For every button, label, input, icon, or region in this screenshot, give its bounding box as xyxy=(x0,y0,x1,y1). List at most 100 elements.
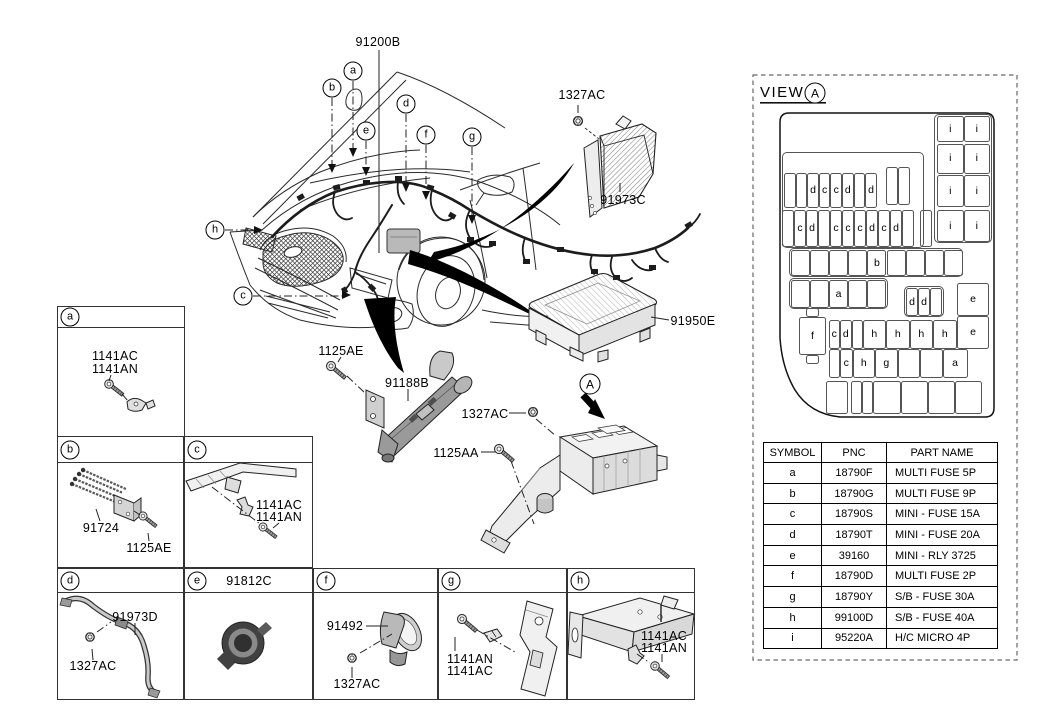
part-label: 91973C xyxy=(600,192,646,207)
callout-e: e xyxy=(356,121,376,141)
part-name-cell: MINI - RLY 3725 xyxy=(886,544,998,567)
fuse-slot-d: d xyxy=(842,173,854,208)
part-label: 1327AC xyxy=(69,658,117,673)
part-label: 1141AN xyxy=(640,640,688,655)
fuse-slot-c: c xyxy=(842,210,854,247)
part-name-cell: MULTI FUSE 9P xyxy=(886,482,998,505)
fuse-slot-f: f xyxy=(799,317,826,355)
pnc-cell: 99100D xyxy=(821,606,887,629)
label-leader-lines xyxy=(91,50,670,678)
detail-cell-c xyxy=(184,436,313,568)
fuse-slot-h: h xyxy=(909,319,933,349)
pnc-cell: 95220A xyxy=(821,627,887,650)
fuse-slot-c: c xyxy=(878,210,890,247)
fuse-slot xyxy=(795,173,808,208)
part-label: 91200B xyxy=(355,34,401,49)
fuse-slot xyxy=(927,380,955,414)
view-a-title-ref-circle: A xyxy=(804,82,826,104)
fuse-slot xyxy=(790,250,810,276)
fuse-slot-d: d xyxy=(918,288,930,316)
fuse-slot xyxy=(806,355,819,364)
callout-a: a xyxy=(343,61,363,81)
symbol-table-header: PART NAME xyxy=(886,442,998,463)
callout-arrowheads xyxy=(254,148,476,299)
fuse-slot xyxy=(828,250,849,276)
detail-cell-h xyxy=(567,568,695,700)
symbol-cell: h xyxy=(763,606,822,629)
fuse-slot-c: c xyxy=(830,210,842,247)
fuse-slot-h: h xyxy=(862,319,886,349)
fuse-slot-g: g xyxy=(875,348,898,378)
part-91973C xyxy=(572,115,657,218)
fuse-slot xyxy=(862,380,873,414)
fuse-slot xyxy=(809,280,829,308)
cell-h-art xyxy=(567,595,696,682)
fuse-slot xyxy=(790,280,810,308)
part-label: 1327AC xyxy=(333,676,381,691)
fuse-slot xyxy=(886,250,906,276)
pnc-cell: 18790F xyxy=(821,462,887,484)
fuse-group-outline xyxy=(934,114,992,243)
fuse-slot-a: a xyxy=(942,348,968,378)
fuse-slot xyxy=(806,308,819,317)
fuse-slot xyxy=(784,173,796,208)
fuse-slot xyxy=(809,250,829,276)
cell-e-art xyxy=(217,621,272,670)
part-label: 1327AC xyxy=(461,406,509,421)
fuse-slot xyxy=(782,210,794,247)
callout-A: A xyxy=(579,373,601,395)
detail-cell-f xyxy=(313,568,438,700)
fuse-slot-d: d xyxy=(890,210,902,247)
part-label: 91973D xyxy=(112,609,158,624)
detail-cell-header-b xyxy=(57,436,184,463)
fuse-slot xyxy=(900,380,928,414)
detail-cell-header-g xyxy=(438,568,567,593)
fuse-slot-h: h xyxy=(852,348,875,378)
fuse-slot-a: a xyxy=(828,280,849,308)
detail-cell-header-h xyxy=(567,568,695,593)
part-junction-box xyxy=(480,406,668,554)
detail-cell-header-c xyxy=(184,436,313,463)
fuse-slot xyxy=(828,348,840,378)
part-name-cell: S/B - FUSE 30A xyxy=(886,586,998,608)
fuse-slot-b: b xyxy=(867,250,887,276)
car-outline xyxy=(229,71,561,330)
detail-cell-letter-e: e xyxy=(187,571,207,590)
cell-a-art xyxy=(102,377,156,412)
swoosh-arrows xyxy=(364,163,574,373)
fuse-slot-d: d xyxy=(807,173,819,208)
pnc-cell: 18790S xyxy=(821,503,887,526)
fuse-slot-h: h xyxy=(886,319,910,349)
fuse-group-outline xyxy=(782,152,924,248)
fuse-slot-d: d xyxy=(806,210,818,247)
callout-c: c xyxy=(233,286,253,306)
pnc-cell: 18790Y xyxy=(821,586,887,608)
cell-b-art xyxy=(69,467,160,530)
detail-cell-letter-c: c xyxy=(187,440,207,459)
pnc-cell: 39160 xyxy=(821,544,887,567)
fuse-slot-i: i xyxy=(937,116,964,142)
detail-cell-header-e xyxy=(184,568,313,593)
fuse-slot xyxy=(886,167,898,205)
part-label: 1141AC xyxy=(255,497,303,512)
fuse-slot xyxy=(902,210,914,247)
detail-cell-b xyxy=(57,436,184,568)
symbol-cell: b xyxy=(763,482,822,505)
part-label: 1141AC xyxy=(640,628,688,643)
fuse-slot xyxy=(905,250,925,276)
view-a-title: VIEW xyxy=(760,84,805,101)
symbol-cell: g xyxy=(763,586,822,608)
cell-c-art xyxy=(185,462,297,541)
part-label: 91492 xyxy=(326,618,364,633)
part-name-cell: H/C MICRO 4P xyxy=(886,627,998,650)
fuse-slot-i: i xyxy=(963,116,990,142)
fuse-slot xyxy=(818,210,830,247)
fuse-slot xyxy=(848,280,868,308)
